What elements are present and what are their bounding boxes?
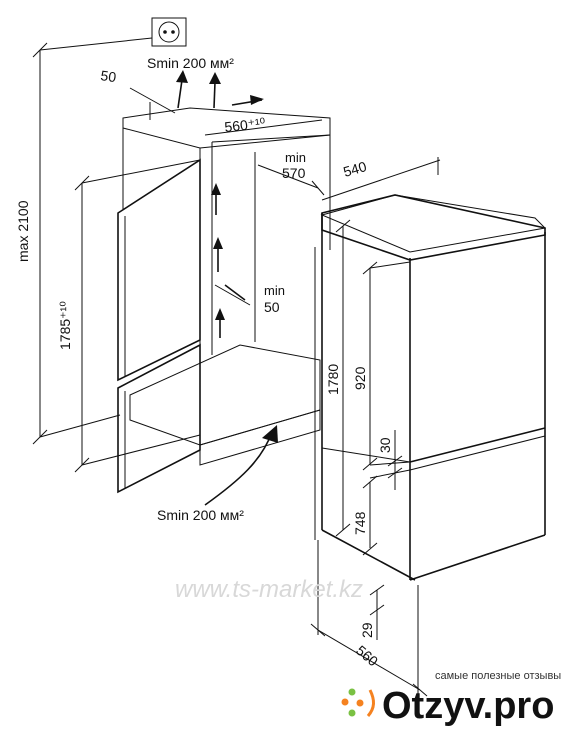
max-height-label: max 2100 bbox=[15, 200, 31, 262]
base-height-label: 29 bbox=[359, 622, 375, 638]
niche-height-label: 1785⁺¹⁰ bbox=[57, 301, 73, 350]
cabinet-niche bbox=[117, 107, 331, 494]
brand-logo-icon bbox=[341, 688, 375, 717]
gap-min-label: min bbox=[264, 283, 285, 298]
depth-top-label: 50 bbox=[100, 67, 118, 85]
brand-area: самые полезные отзывы Otzyv.pro bbox=[341, 670, 561, 727]
airflow-arrow-icon bbox=[176, 70, 278, 506]
niche-width-label: 560⁺¹⁰ bbox=[224, 115, 267, 135]
min-depth-value: 570 bbox=[282, 165, 306, 181]
appliance-height-label: 1780 bbox=[325, 364, 341, 395]
fridge-appliance bbox=[314, 194, 547, 581]
brand-note: самые полезные отзывы bbox=[435, 670, 561, 682]
vent-top-label: Smin 200 мм² bbox=[147, 55, 234, 71]
lower-height-label: 748 bbox=[352, 511, 368, 535]
vent-bottom-label: Smin 200 мм² bbox=[157, 507, 244, 523]
min-depth-label: min bbox=[285, 150, 306, 165]
gap-min-value: 50 bbox=[264, 299, 280, 315]
upper-height-label: 920 bbox=[352, 366, 368, 390]
appliance-depth-label: 540 bbox=[341, 158, 368, 180]
watermark-text: www.ts-market.kz bbox=[175, 576, 363, 603]
dimension-lines bbox=[32, 42, 441, 697]
brand-name: Otzyv.pro bbox=[382, 685, 554, 727]
mid-height-label: 30 bbox=[377, 437, 393, 453]
power-socket-icon bbox=[39, 17, 187, 51]
